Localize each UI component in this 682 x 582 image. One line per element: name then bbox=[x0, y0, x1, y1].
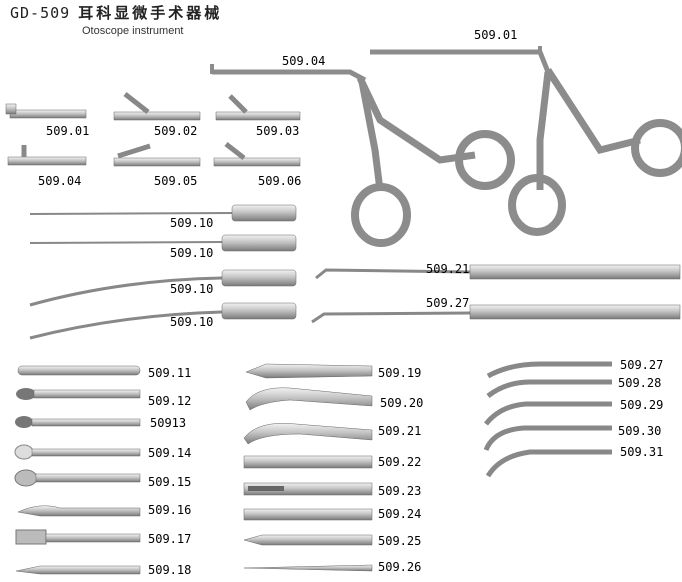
instr-50925 bbox=[243, 534, 373, 546]
instr-50924 bbox=[243, 508, 373, 521]
label-50904-large: 509.04 bbox=[282, 54, 326, 68]
label-50901-large: 509.01 bbox=[474, 28, 518, 42]
label-50906: 509.06 bbox=[258, 174, 302, 188]
label-50927: 509.27 bbox=[620, 358, 664, 372]
label-50925: 509.25 bbox=[378, 534, 422, 548]
label-50917: 509.17 bbox=[148, 532, 192, 546]
label-50903: 509.03 bbox=[256, 124, 300, 138]
tip-50903 bbox=[215, 94, 301, 121]
instr-50913 bbox=[15, 416, 141, 428]
tip-50902 bbox=[113, 92, 201, 121]
instr-50919 bbox=[245, 363, 373, 379]
pick-50930 bbox=[483, 425, 612, 452]
hook-50927 bbox=[311, 304, 681, 324]
label-50902: 509.02 bbox=[154, 124, 198, 138]
tip-50906 bbox=[213, 142, 301, 167]
label-50905: 509.05 bbox=[154, 174, 198, 188]
label-50923: 509.23 bbox=[378, 484, 422, 498]
label-50901: 509.01 bbox=[46, 124, 90, 138]
instr-50918 bbox=[15, 565, 141, 575]
pick-50927 bbox=[486, 361, 612, 379]
catalog-title: GD-509 耳科显微手术器械 bbox=[10, 2, 222, 23]
label-50922: 509.22 bbox=[378, 455, 422, 469]
label-50927-hook: 509.27 bbox=[426, 296, 470, 310]
tip-50904 bbox=[7, 145, 87, 166]
forceps-50904-large bbox=[210, 64, 515, 247]
label-50921: 509.21 bbox=[378, 424, 422, 438]
label-50910-d: 509.10 bbox=[170, 315, 214, 329]
hook-50921 bbox=[315, 264, 681, 280]
label-50918: 509.18 bbox=[148, 563, 192, 577]
label-50915: 509.15 bbox=[148, 475, 192, 489]
label-50914: 509.14 bbox=[148, 446, 192, 460]
instr-50917 bbox=[15, 529, 141, 545]
instr-50916 bbox=[17, 505, 141, 517]
label-50920: 509.20 bbox=[380, 396, 424, 410]
instr-50923 bbox=[243, 482, 373, 496]
instr-50922 bbox=[243, 455, 373, 469]
label-50910-b: 509.10 bbox=[170, 246, 214, 260]
label-50919: 509.19 bbox=[378, 366, 422, 380]
instr-50926 bbox=[243, 564, 373, 572]
forceps-50901-large bbox=[370, 46, 682, 236]
needle-50910-c bbox=[29, 269, 297, 307]
instr-50914 bbox=[14, 444, 141, 460]
needle-50910-b bbox=[29, 234, 297, 252]
label-50913: 50913 bbox=[150, 416, 187, 430]
label-50928: 509.28 bbox=[618, 376, 662, 390]
pick-50931 bbox=[485, 449, 612, 478]
pick-50929 bbox=[484, 401, 612, 426]
label-50921-hook: 509.21 bbox=[426, 262, 470, 276]
label-50911: 509.11 bbox=[148, 366, 192, 380]
label-50904: 509.04 bbox=[38, 174, 82, 188]
needle-50910-a bbox=[29, 204, 297, 222]
label-50910-a: 509.10 bbox=[170, 216, 214, 230]
instr-50921 bbox=[243, 423, 373, 445]
label-50912: 509.12 bbox=[148, 394, 192, 408]
instr-50915 bbox=[14, 469, 141, 487]
instr-50911 bbox=[17, 365, 141, 376]
catalog-subtitle: Otoscope instrument bbox=[82, 25, 184, 37]
instr-50912 bbox=[16, 388, 141, 400]
label-50930: 509.30 bbox=[618, 424, 662, 438]
catalog-title-cn: 耳科显微手术器械 bbox=[78, 4, 223, 22]
tip-50901 bbox=[5, 103, 87, 119]
label-50929: 509.29 bbox=[620, 398, 664, 412]
needle-50910-d bbox=[29, 302, 297, 340]
tip-50905 bbox=[113, 143, 201, 167]
instr-50920 bbox=[245, 387, 373, 411]
label-50926: 509.26 bbox=[378, 560, 422, 574]
label-50910-c: 509.10 bbox=[170, 282, 214, 296]
pick-50928 bbox=[486, 379, 612, 399]
label-50931: 509.31 bbox=[620, 445, 664, 459]
label-50924: 509.24 bbox=[378, 507, 422, 521]
catalog-code: GD-509 bbox=[10, 4, 71, 22]
label-50916: 509.16 bbox=[148, 503, 192, 517]
